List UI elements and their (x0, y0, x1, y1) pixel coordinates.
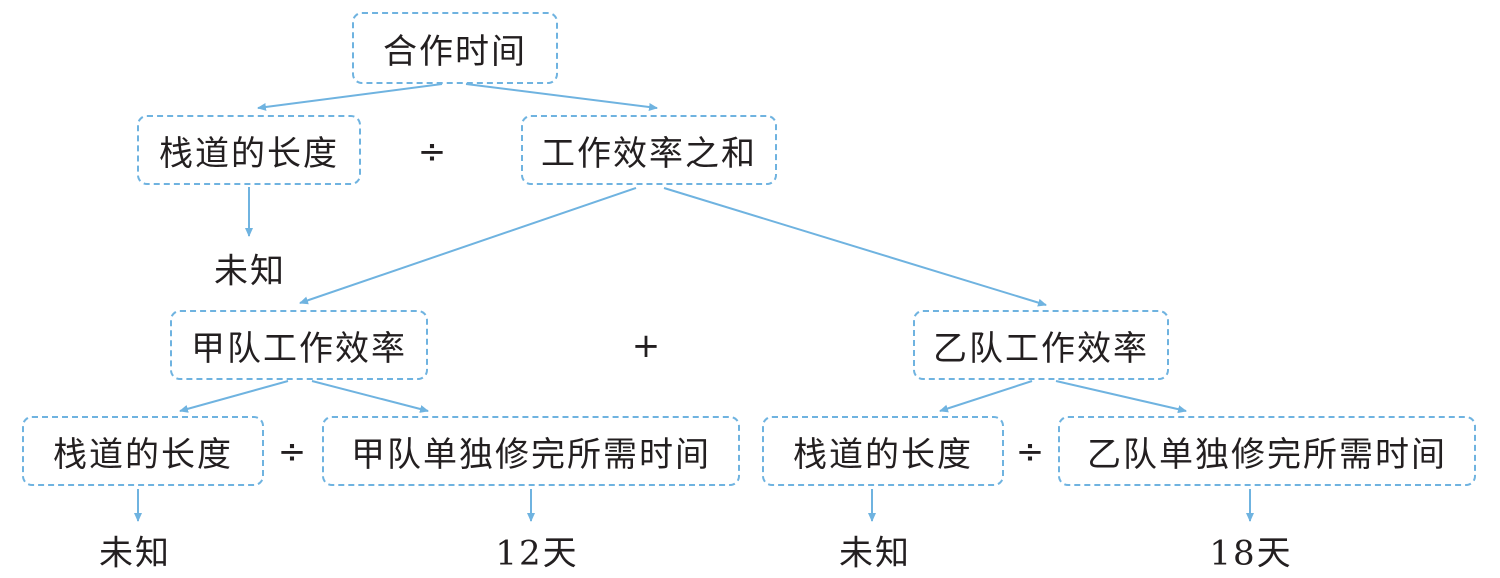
arrow-team-b-to-time (1055, 380, 1187, 414)
arrow-team-a-to-length (179, 380, 289, 413)
value-team-a-length-unknown: 未知 (99, 533, 171, 574)
node-efficiency-sum: 工作效率之和 (521, 115, 777, 185)
arrow-root-to-efficiency-sum (465, 83, 658, 111)
arrow-sum-to-team-b (663, 187, 1047, 307)
node-team-a-efficiency: 甲队工作效率 (170, 310, 428, 380)
divide-operator: ÷ (417, 132, 447, 172)
arrow-sum-to-team-a (299, 187, 637, 305)
node-cooperation-time: 合作时间 (352, 12, 558, 84)
node-team-b-efficiency: 乙队工作效率 (913, 310, 1169, 380)
node-team-b-path-length: 栈道的长度 (762, 416, 1004, 486)
arrow-team-b-to-length (939, 380, 1033, 413)
node-team-a-solo-time: 甲队单独修完所需时间 (322, 416, 740, 486)
node-path-length: 栈道的长度 (137, 115, 361, 185)
value-path-length-unknown: 未知 (214, 251, 286, 292)
divide-operator-team-a: ÷ (277, 432, 307, 472)
node-team-a-path-length: 栈道的长度 (22, 416, 264, 486)
value-team-a-days: 12天 (495, 533, 579, 574)
value-team-b-days: 18天 (1209, 533, 1293, 574)
arrow-team-a-to-time (311, 380, 429, 413)
node-team-b-solo-time: 乙队单独修完所需时间 (1058, 416, 1476, 486)
plus-operator: + (631, 326, 661, 366)
value-team-b-length-unknown: 未知 (839, 533, 911, 574)
arrow-root-to-length (257, 83, 443, 111)
divide-operator-team-b: ÷ (1015, 432, 1045, 472)
